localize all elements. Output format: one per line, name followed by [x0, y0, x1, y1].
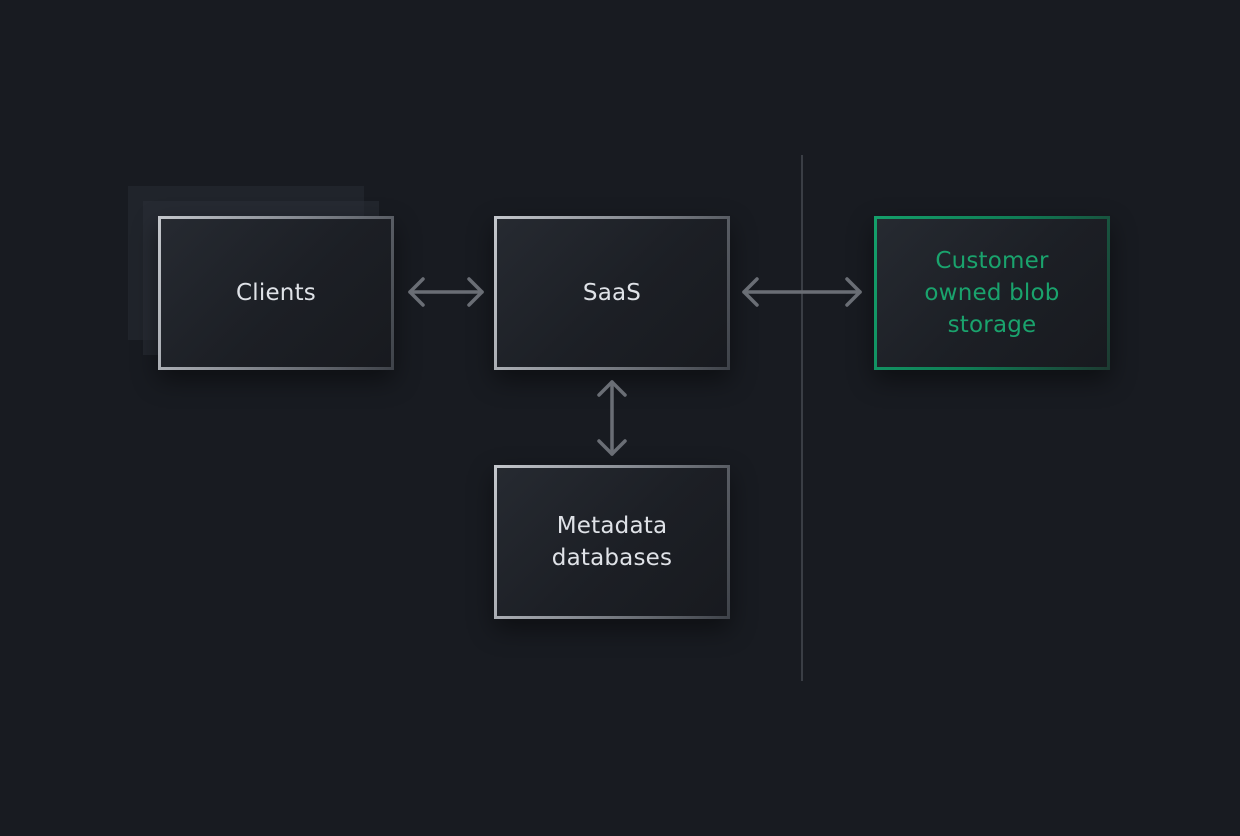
- customer-blob-storage-box: Customer owned blob storage: [874, 216, 1110, 370]
- clients-box: Clients: [158, 216, 394, 370]
- boundary-divider: [801, 155, 803, 681]
- metadata-databases-box: Metadata databases: [494, 465, 730, 619]
- clients-label: Clients: [236, 280, 316, 306]
- saas-box: SaaS: [494, 216, 730, 370]
- clients-saas-arrow-icon: [408, 277, 484, 307]
- saas-label: SaaS: [582, 280, 642, 306]
- customer-blob-storage-label: Customer owned blob storage: [924, 248, 1060, 338]
- saas-metadata-arrow-icon: [597, 380, 627, 456]
- saas-storage-arrow-icon: [742, 277, 862, 307]
- metadata-databases-label: Metadata databases: [551, 513, 673, 571]
